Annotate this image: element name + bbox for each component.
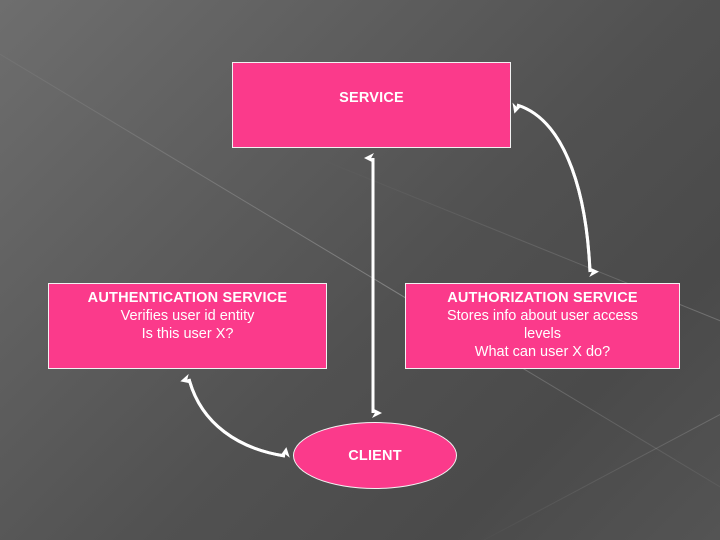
node-service-title: SERVICE bbox=[339, 90, 404, 106]
node-authorization-title: AUTHORIZATION SERVICE bbox=[447, 290, 638, 306]
service-authorization-connector bbox=[512, 102, 599, 278]
client-authentication-connector bbox=[180, 373, 290, 458]
node-authorization-line-1: Stores info about user access bbox=[446, 308, 639, 324]
node-authorization[interactable]: AUTHORIZATION SERVICE Stores info about … bbox=[405, 283, 680, 369]
node-authentication-line-2: Is this user X? bbox=[141, 326, 234, 342]
node-client-title: CLIENT bbox=[348, 447, 402, 464]
node-authentication[interactable]: AUTHENTICATION SERVICE Verifies user id … bbox=[48, 283, 327, 369]
node-client[interactable]: CLIENT bbox=[293, 422, 457, 489]
node-authorization-line-2: levels bbox=[523, 326, 562, 342]
node-service[interactable]: SERVICE bbox=[232, 62, 511, 148]
node-authorization-line-3: What can user X do? bbox=[474, 344, 611, 360]
node-authentication-line-1: Verifies user id entity bbox=[120, 308, 255, 324]
node-authentication-title: AUTHENTICATION SERVICE bbox=[87, 290, 288, 306]
